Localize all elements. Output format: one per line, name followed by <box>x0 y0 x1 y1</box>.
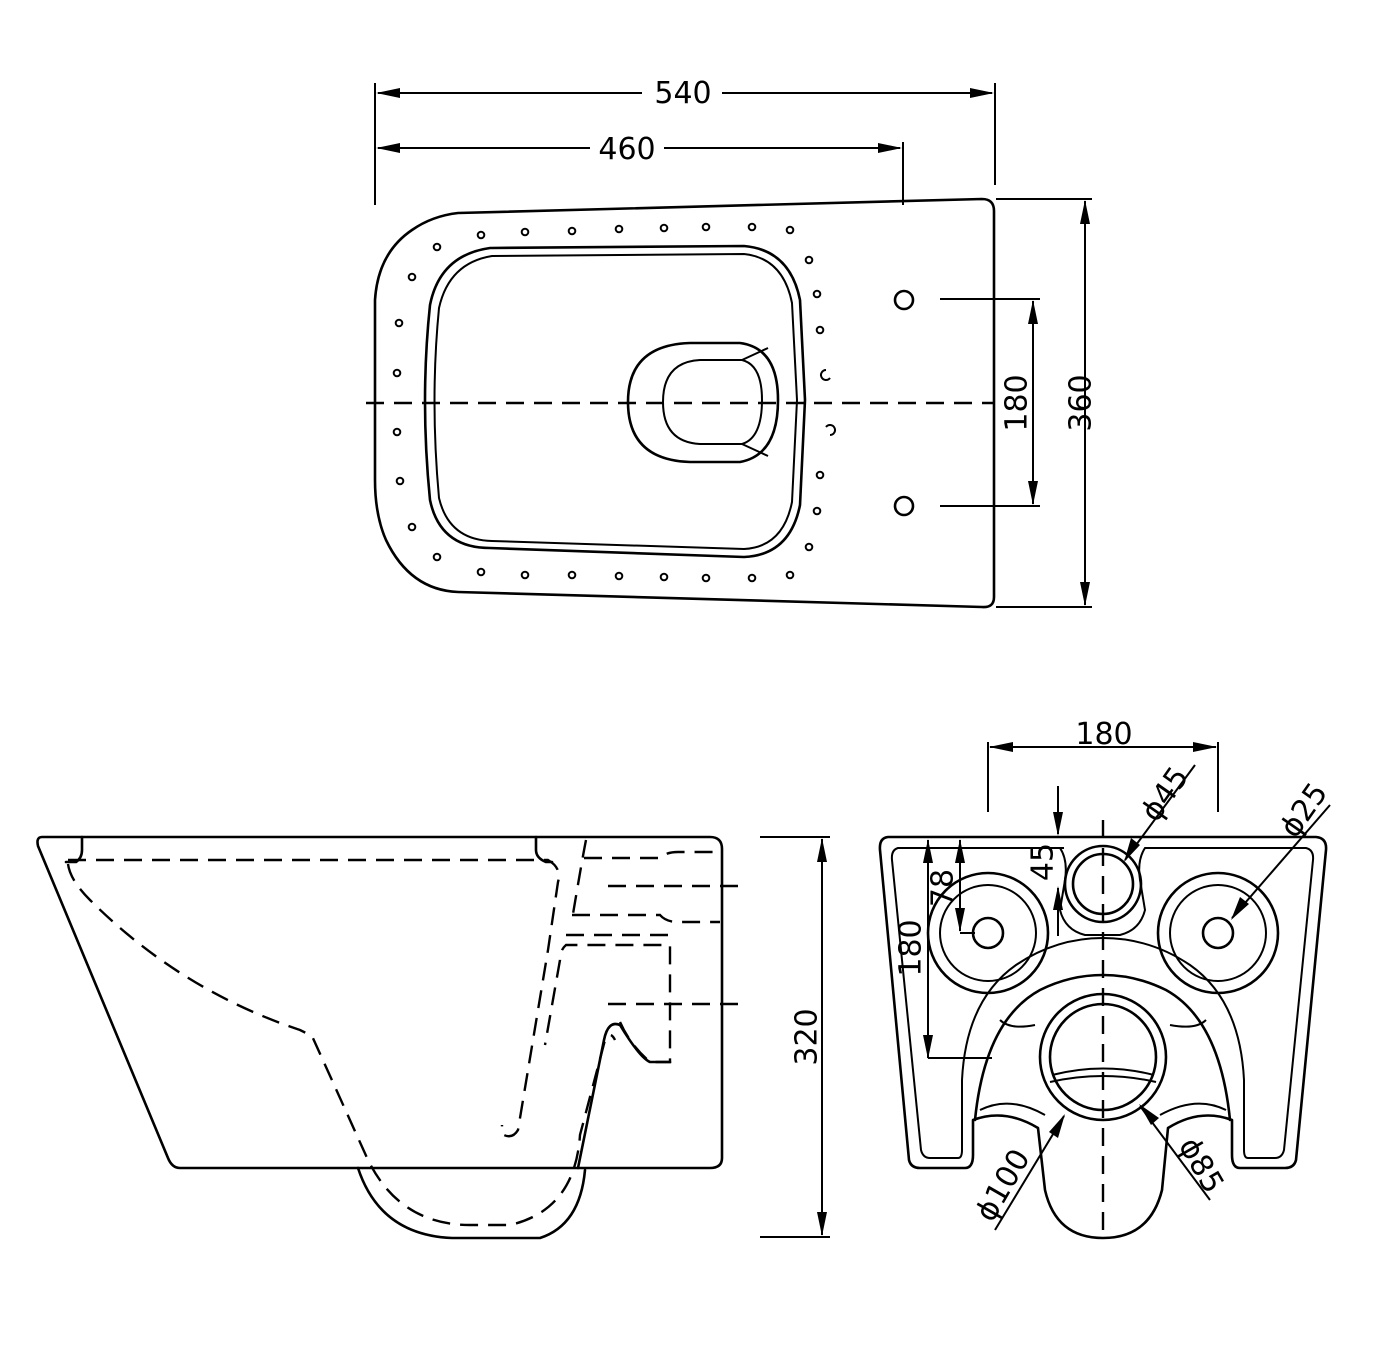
dim-360-label: 360 <box>1064 374 1099 431</box>
side-view: 320 <box>36 835 830 1240</box>
outlet-edge-bottom <box>741 443 769 457</box>
top-view-outline <box>373 197 996 609</box>
flush-holes <box>392 222 836 583</box>
dim-180-rear-label: 180 <box>1075 717 1132 752</box>
dim-460-label: 460 <box>598 132 655 167</box>
fixing-hole-top <box>893 289 915 311</box>
bowl-rim-outer <box>423 244 807 559</box>
outlet-inner <box>661 359 764 445</box>
rim-notch-right <box>534 835 554 864</box>
dim-320-label: 320 <box>790 1008 825 1065</box>
bowl-profile <box>68 858 561 1138</box>
dim-180-left-label: 180 <box>894 919 929 976</box>
right-inlet-outer <box>1156 871 1280 995</box>
dim-45-label: 45 <box>1026 843 1061 881</box>
dia-100-label: ϕ100 <box>969 1143 1038 1227</box>
fixing-hole-bottom <box>893 495 915 517</box>
dim-78-label: 78 <box>926 869 961 907</box>
bowl-rim-inner <box>433 252 799 551</box>
rear-view: 180 45 ϕ45 ϕ25 78 180 ϕ100 ϕ85 <box>878 717 1335 1240</box>
dim-180-top-label: 180 <box>1000 374 1035 431</box>
dia-45-label: ϕ45 <box>1134 761 1196 829</box>
dia-85-label: ϕ85 <box>1171 1132 1230 1200</box>
top-view: 540 460 360 180 <box>366 76 1099 609</box>
side-view-outline <box>36 835 724 1170</box>
trap-outer <box>356 1166 587 1240</box>
outlet-edge-top <box>741 347 769 361</box>
dim-540-label: 540 <box>654 76 711 111</box>
left-inlet-hole <box>971 916 1005 950</box>
rear-view-outline <box>878 835 1328 1240</box>
outlet-outer <box>626 341 780 464</box>
right-inlet-hole <box>1201 916 1235 950</box>
rim-notch-left <box>64 835 84 864</box>
